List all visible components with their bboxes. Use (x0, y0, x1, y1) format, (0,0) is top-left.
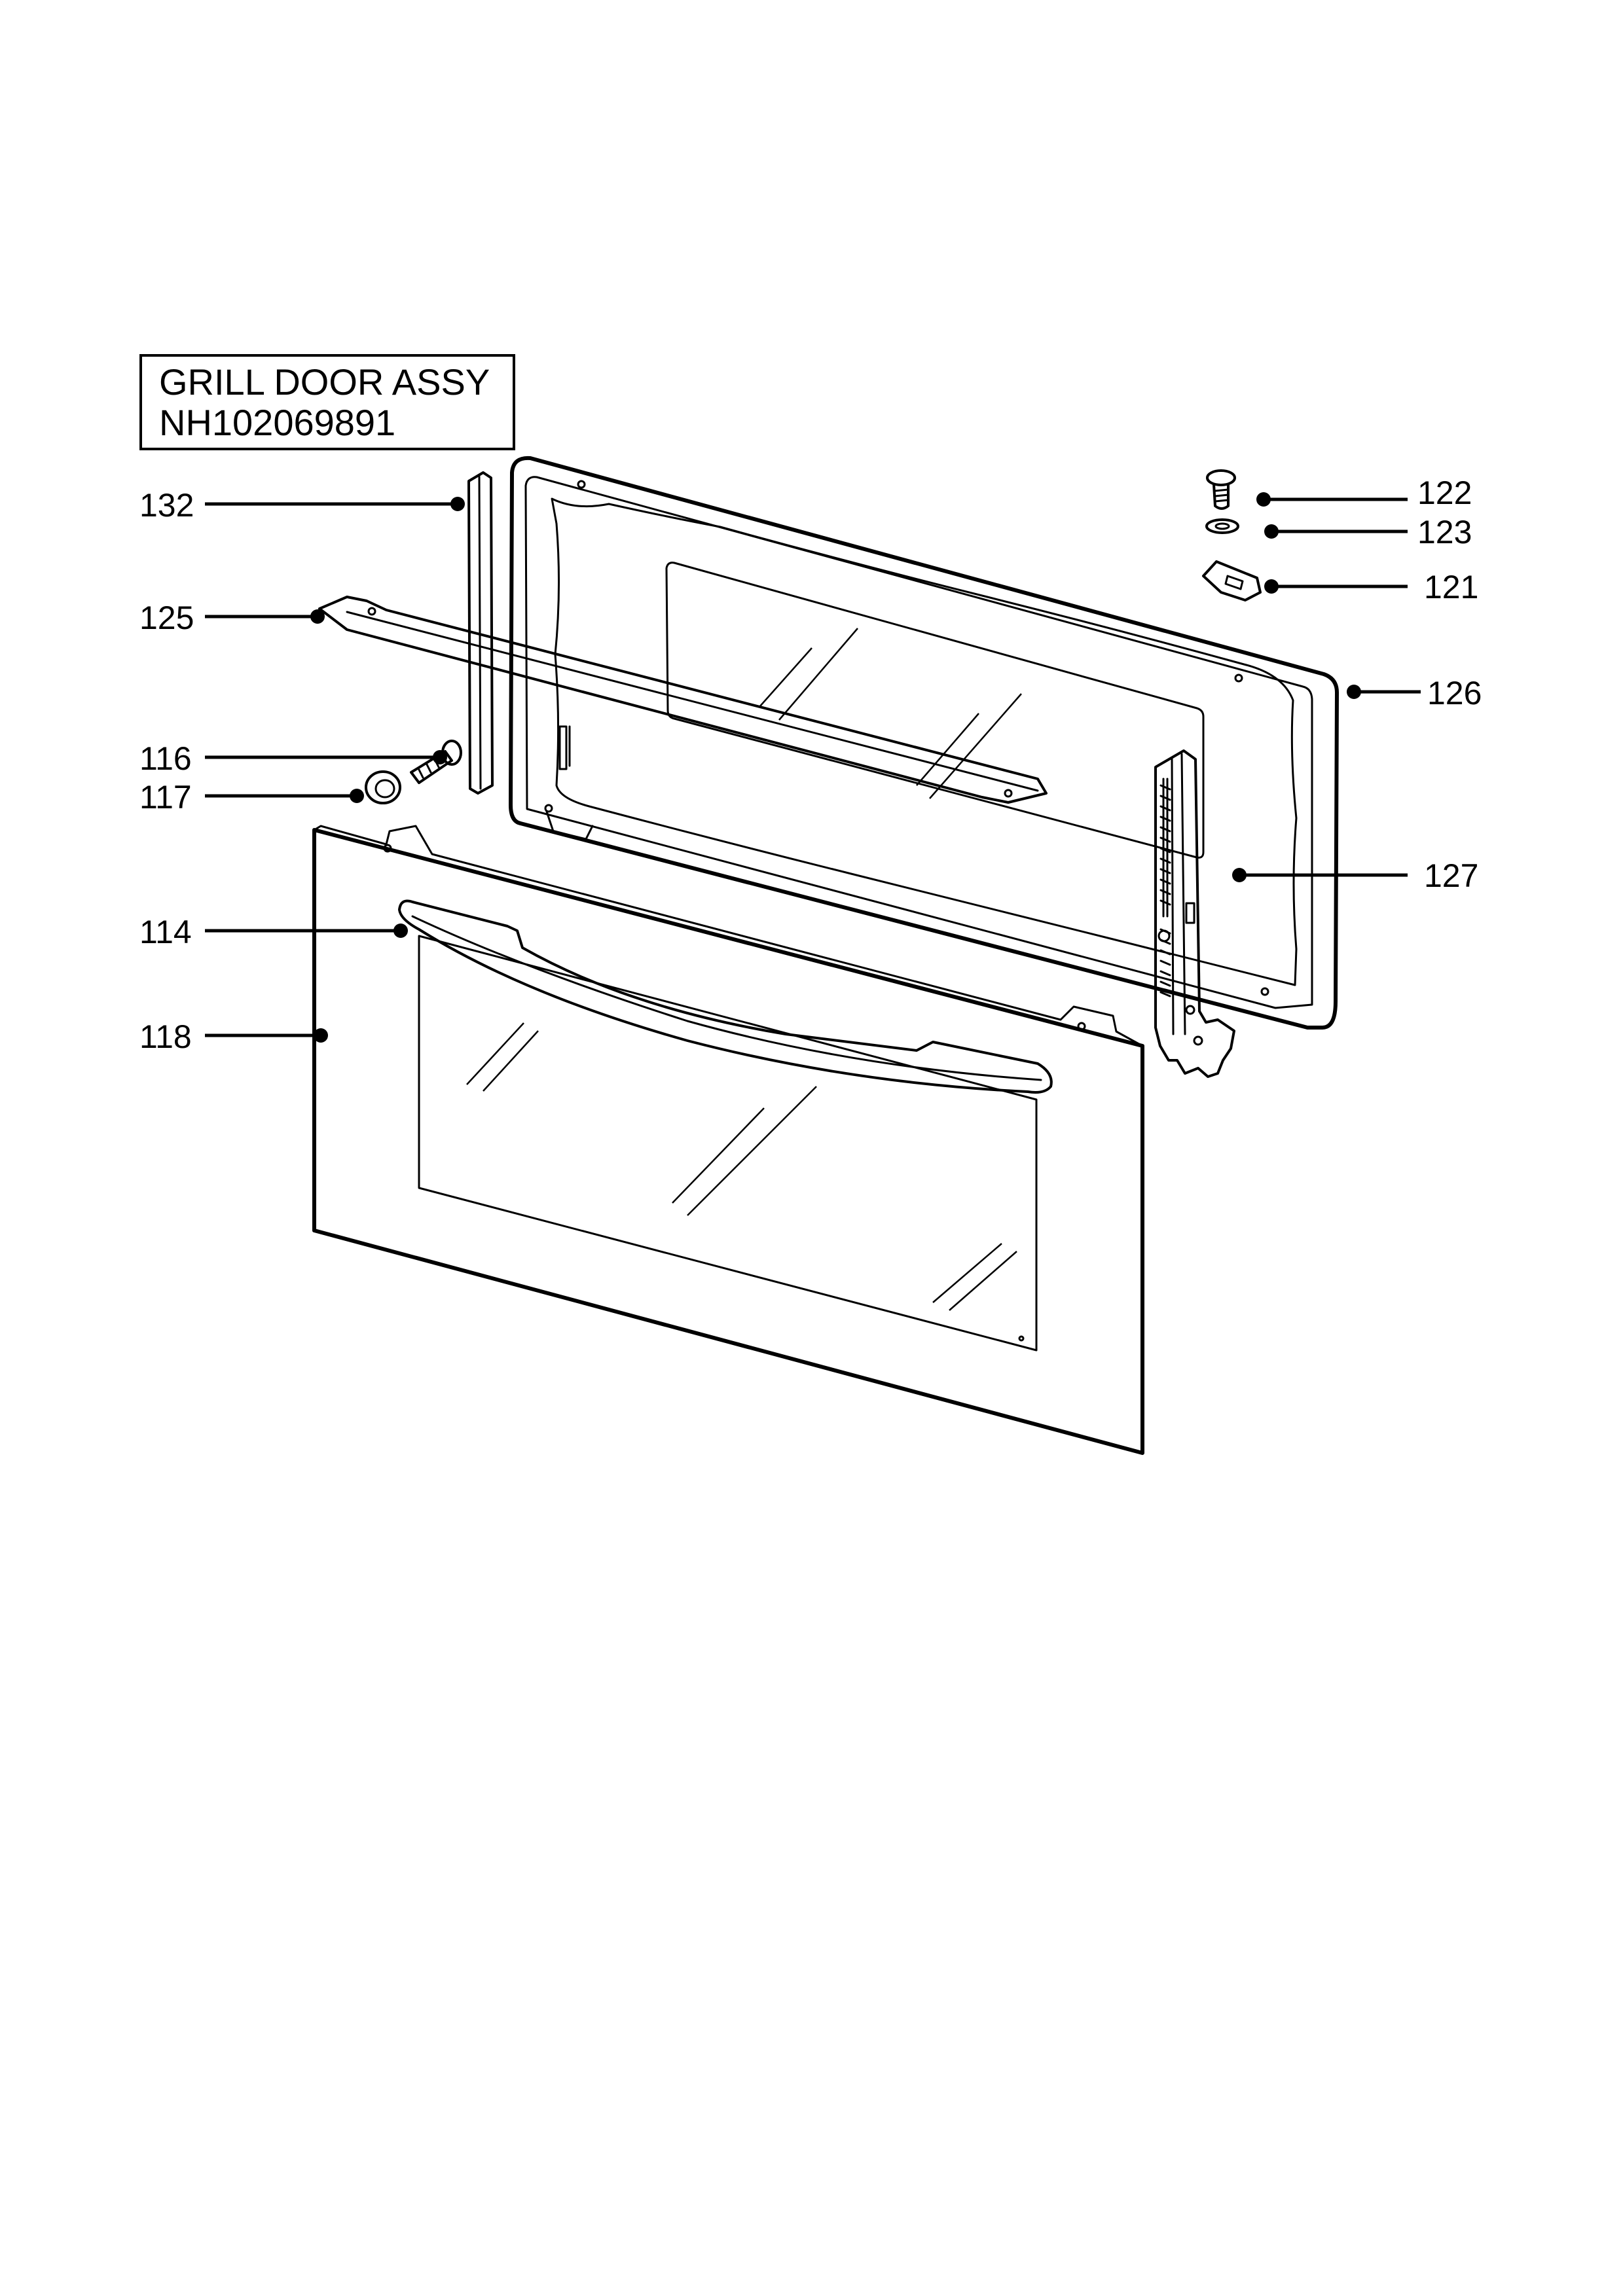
part-126-inner-door-frame (509, 456, 1339, 1030)
callout-114: 114 (139, 914, 408, 950)
callout-label-123: 123 (1417, 514, 1472, 550)
callout-125: 125 (139, 600, 325, 636)
part-132-side-trim-strip (467, 471, 494, 795)
callout-122: 122 (1256, 475, 1472, 511)
part-114-door-handle (398, 899, 1053, 1094)
part-121-hinge-clip (1202, 560, 1262, 601)
part-122-screw (1206, 469, 1236, 510)
callout-127: 127 (1232, 857, 1478, 894)
callout-label-127: 127 (1424, 857, 1478, 894)
callout-label-117: 117 (139, 779, 192, 816)
callout-132: 132 (139, 487, 465, 524)
callout-label-116: 116 (139, 740, 192, 777)
part-118-outer-door-panel (312, 825, 1144, 1455)
callout-label-121: 121 (1424, 569, 1478, 605)
callout-123: 123 (1264, 514, 1472, 550)
callout-121: 121 (1264, 569, 1478, 605)
callout-label-126: 126 (1427, 675, 1482, 711)
callout-label-118: 118 (139, 1018, 192, 1055)
callout-label-125: 125 (139, 600, 194, 636)
part-125-top-trim-bracket (318, 596, 1048, 804)
title-box: GRILL DOOR ASSY NH102069891 (139, 354, 515, 450)
callout-label-114: 114 (139, 914, 192, 950)
part-117-spacer-washer (365, 770, 401, 804)
part-127-door-hinge (1154, 749, 1235, 1078)
callout-label-132: 132 (139, 487, 194, 524)
callout-126: 126 (1347, 675, 1482, 711)
callout-118: 118 (139, 1018, 328, 1055)
callout-label-122: 122 (1417, 475, 1472, 511)
title-assembly-name: GRILL DOOR ASSY (159, 361, 490, 403)
callout-116: 116 (139, 740, 447, 777)
title-part-number: NH102069891 (159, 402, 395, 443)
callout-117: 117 (139, 779, 364, 816)
part-123-washer (1205, 518, 1239, 534)
